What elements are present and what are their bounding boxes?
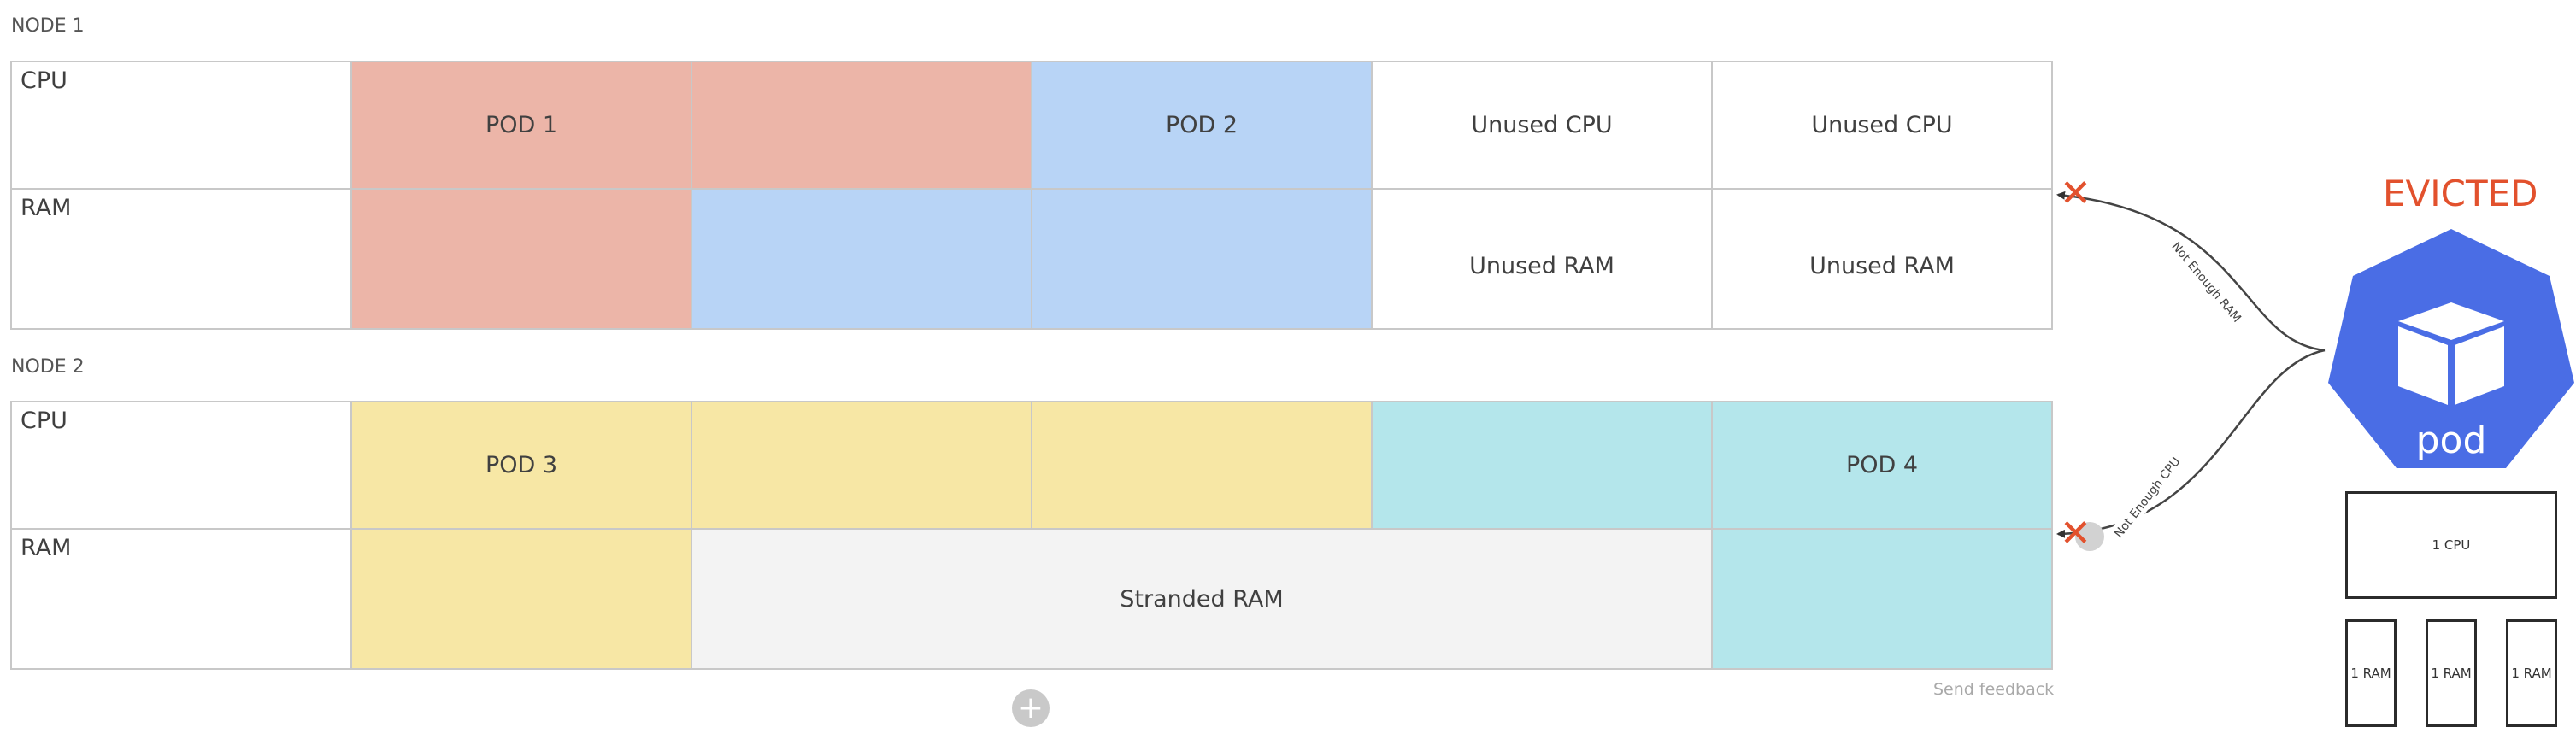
node2-pod4-cpu-cell: [1371, 401, 1713, 530]
evicted-title: EVICTED: [2383, 173, 2538, 214]
node2-pod3-cpu-cell: POD 3: [350, 401, 692, 530]
cube-icon: [2398, 302, 2504, 405]
ram-resource-box: 1 RAM: [2506, 619, 2557, 727]
node2-pod3-cpu-cell-3: [1031, 401, 1373, 530]
node1-ram-label: RAM: [10, 188, 352, 330]
node2-ram-label: RAM: [10, 528, 352, 670]
pod-text: pod: [2416, 419, 2487, 462]
not-enough-cpu-label: Not Enough CPU: [2112, 455, 2183, 540]
cpu-resource-box: 1 CPU: [2345, 491, 2557, 599]
node2-label: NODE 2: [11, 356, 85, 378]
send-feedback-link[interactable]: Send feedback: [1933, 680, 2055, 699]
node1-unused-ram-cell-1: Unused RAM: [1371, 188, 1713, 330]
node1-pod1-ram-cell: [350, 188, 692, 330]
ram-resource-box: 1 RAM: [2345, 619, 2397, 727]
node1-pod2-cpu-cell: POD 2: [1031, 61, 1373, 190]
node1-pod2-ram-cell: [691, 188, 1032, 330]
node1-cpu-label: CPU: [10, 61, 352, 190]
not-enough-cpu-connector: [2056, 349, 2326, 538]
pod-heptagon-shape: [2328, 229, 2574, 468]
reject-ram-icon: ✕: [2060, 172, 2091, 215]
node2-cpu-label: CPU: [10, 401, 352, 530]
node1-pod2-ram-cell-2: [1031, 188, 1373, 330]
node1-label: NODE 1: [11, 15, 85, 37]
node2-pod4-ram-cell: [1711, 528, 2053, 670]
not-enough-cpu-label-group: Not Enough CPU: [2109, 453, 2185, 542]
pod-icon: pod: [2328, 229, 2574, 468]
ram-resource-box: 1 RAM: [2426, 619, 2477, 727]
node1-unused-ram-cell-2: Unused RAM: [1711, 188, 2053, 330]
add-button[interactable]: +: [1012, 689, 1050, 727]
connector-handle[interactable]: [2075, 522, 2104, 551]
node1-unused-cpu-cell-1: Unused CPU: [1371, 61, 1713, 190]
node2-stranded-ram-cell: Stranded RAM: [691, 528, 1713, 670]
not-enough-ram-connector: [2056, 191, 2326, 352]
node2-pod3-ram-cell: [350, 528, 692, 670]
reject-cpu-icon: ✕: [2060, 512, 2091, 555]
node1-unused-cpu-cell-2: Unused CPU: [1711, 61, 2053, 190]
